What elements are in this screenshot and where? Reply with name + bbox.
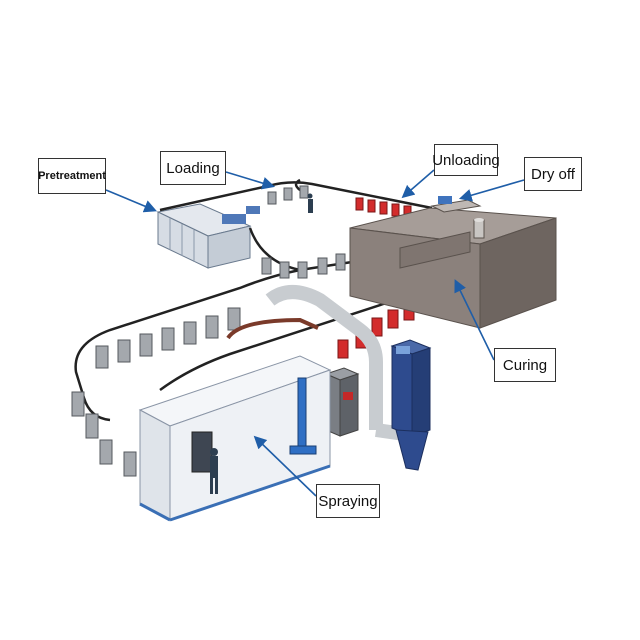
- loading-operator-figure: [307, 193, 313, 213]
- spraying-label: Spraying: [316, 484, 380, 518]
- curing-arrow: [454, 279, 495, 361]
- pretreatment-arrow: [105, 189, 157, 213]
- loading-label: Loading: [160, 151, 226, 185]
- spray-gun-stand: [289, 377, 317, 455]
- spraying-arrow: [253, 435, 317, 497]
- pretreatment-label: Pretreatment: [38, 158, 106, 194]
- operator-figure: [210, 448, 218, 494]
- curing-label: Curing: [494, 348, 556, 382]
- hanging-parts-grey: [71, 185, 346, 477]
- conveyor-rail-return: [159, 290, 421, 392]
- unloading-label: Unloading: [432, 144, 500, 176]
- leader-arrows: [105, 169, 525, 497]
- unloading-arrow: [401, 169, 435, 199]
- dry-off-arrow: [458, 179, 525, 202]
- curing-oven: [349, 196, 557, 329]
- powder-collector: [390, 339, 432, 471]
- loading-arrow: [225, 171, 276, 190]
- pretreatment-tunnel: [156, 203, 260, 269]
- control-cabinet: [324, 367, 360, 437]
- dry-off-label: Dry off: [524, 157, 582, 191]
